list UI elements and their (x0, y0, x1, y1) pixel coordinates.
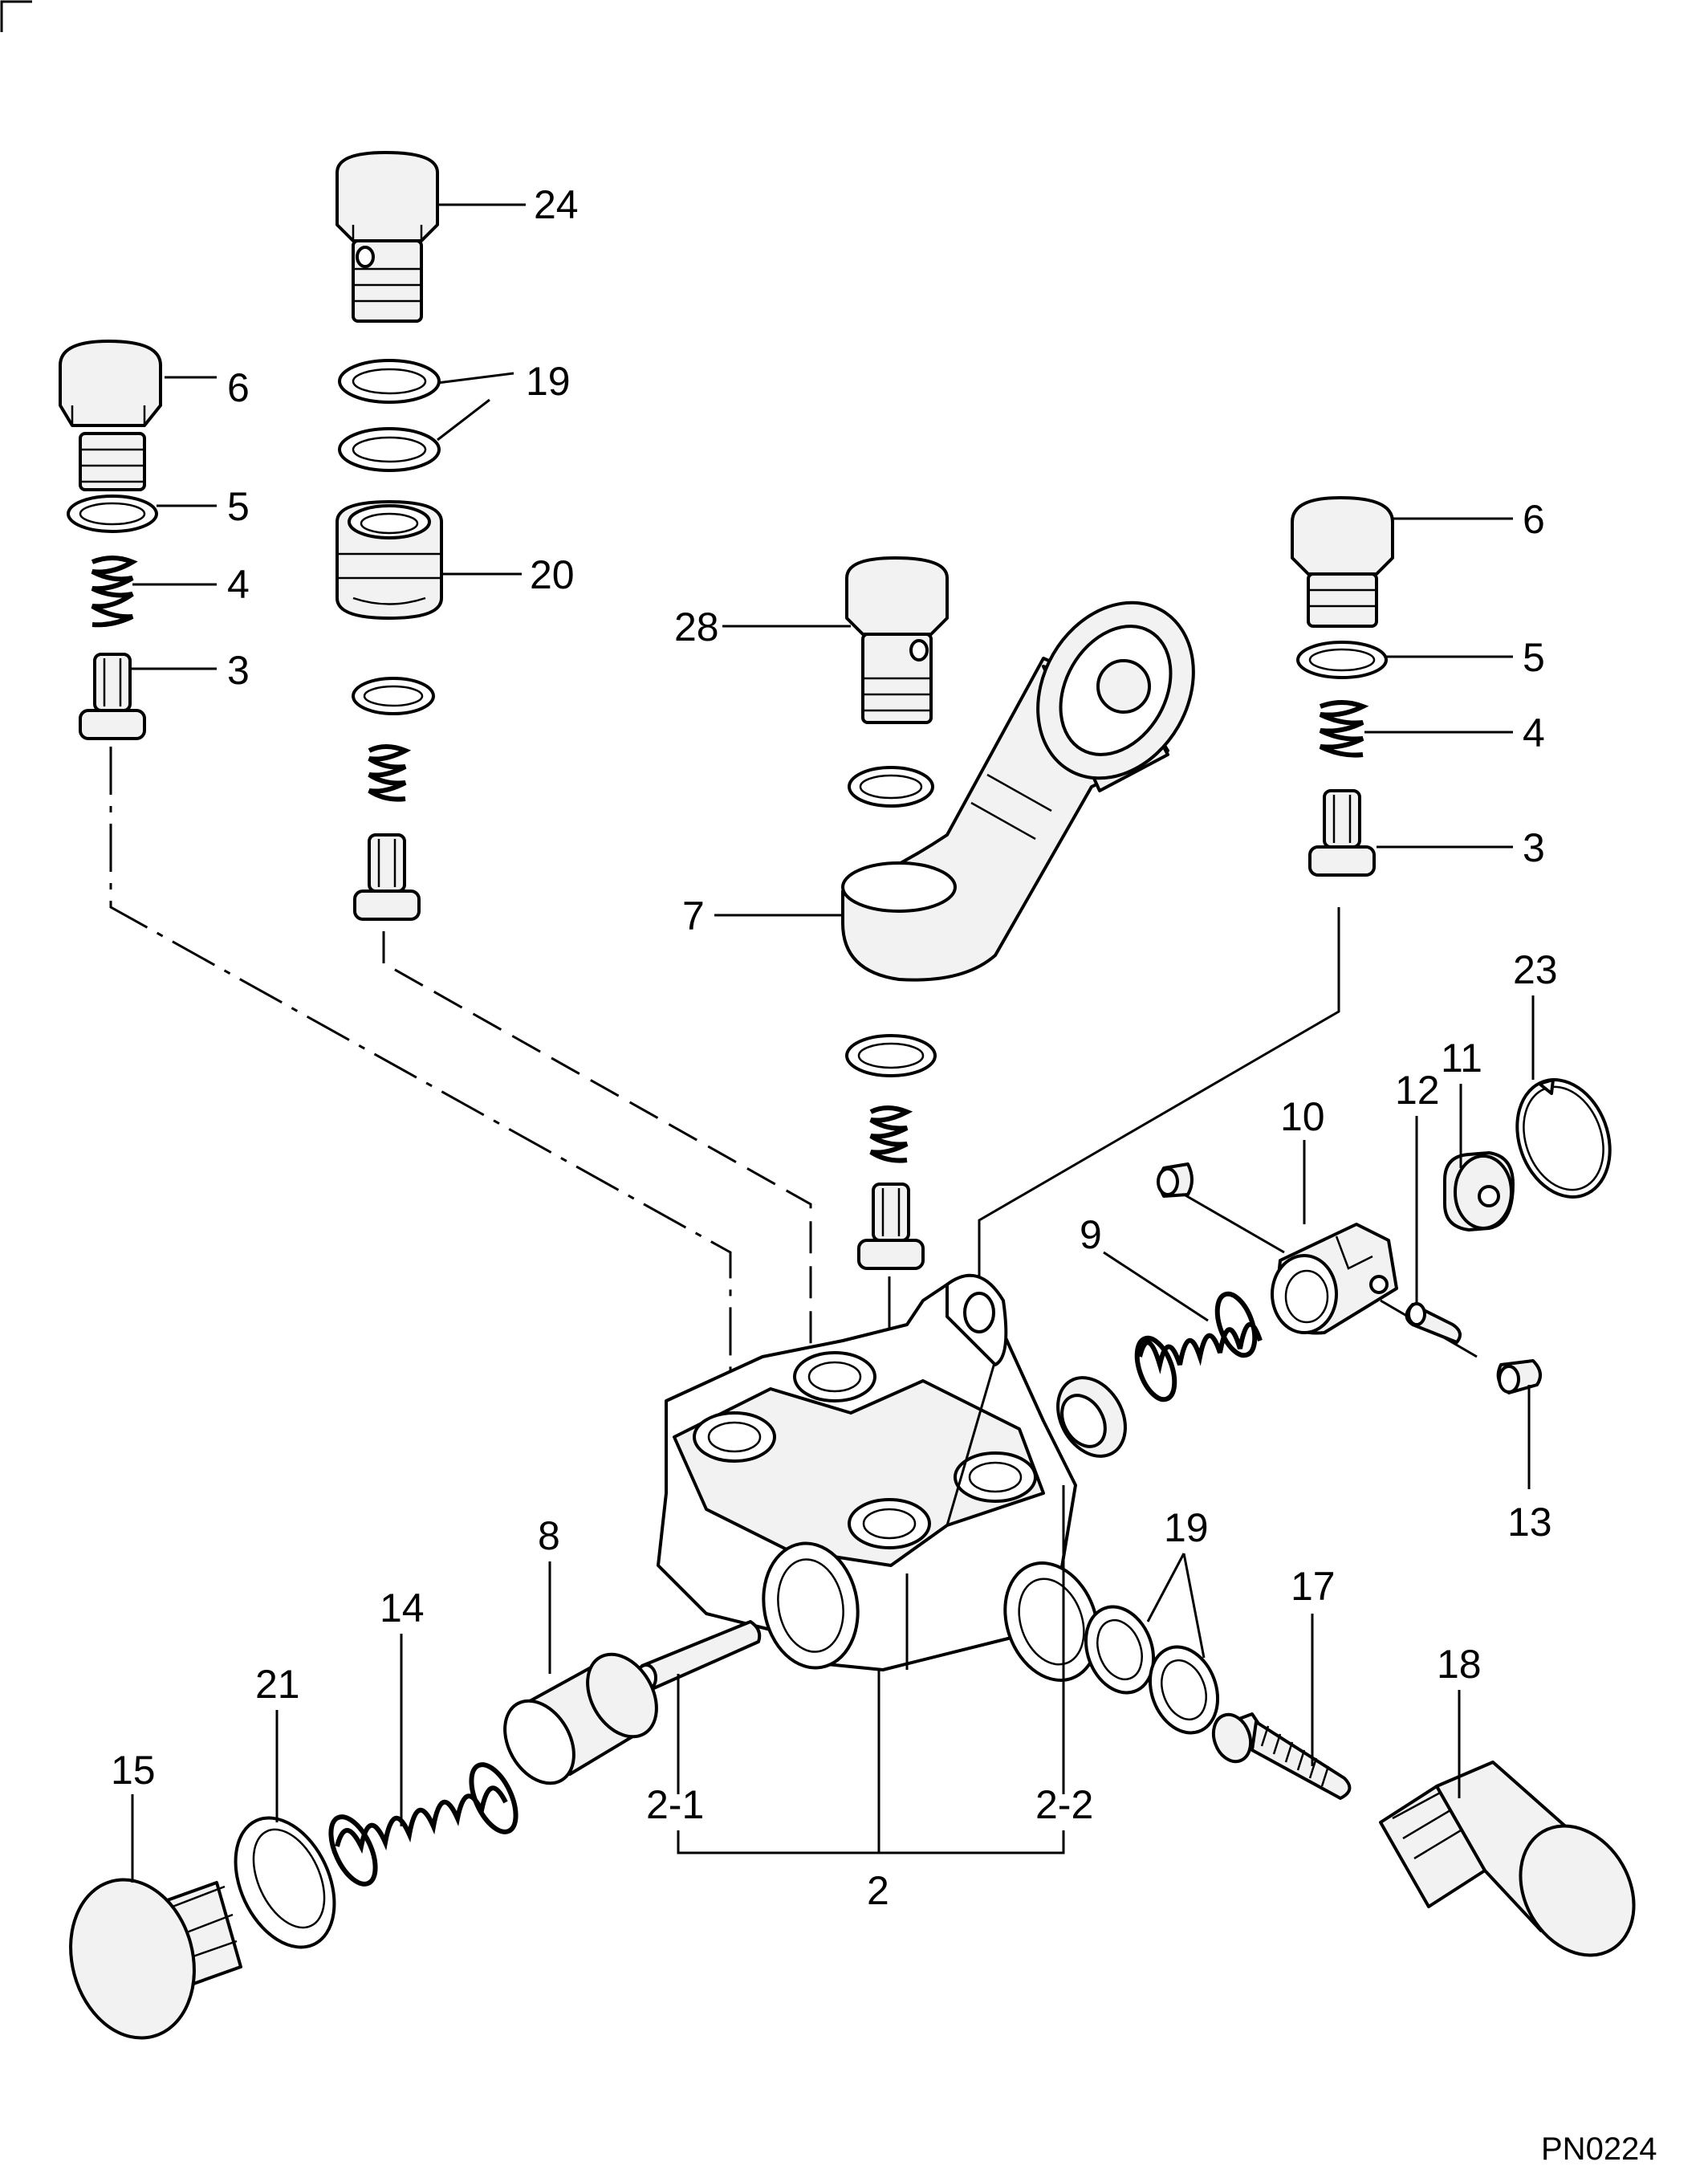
callout-11: 11 (1441, 1036, 1482, 1081)
callout-8: 8 (538, 1513, 560, 1558)
callout-6-left: 6 (227, 365, 250, 410)
assembly-line-left-plug (109, 747, 732, 1477)
reference-code: PN0224 (1541, 2131, 1657, 2167)
body-10 (1271, 1223, 1398, 1335)
callout-21: 21 (255, 1662, 300, 1707)
pin-12 (1405, 1302, 1462, 1344)
center-stack (841, 556, 1195, 1270)
callout-5-right: 5 (1523, 635, 1545, 680)
callout-18: 18 (1437, 1642, 1482, 1687)
callout-6-right: 6 (1523, 497, 1545, 542)
callout-2-2: 2-2 (1035, 1782, 1093, 1827)
sleeve-8 (503, 1652, 658, 1785)
poppet-3-left (79, 653, 146, 740)
elbow-fitting-7 (841, 600, 1195, 982)
assembly-line-10-9 (1179, 1191, 1285, 1254)
callout-13: 13 (1507, 1500, 1552, 1545)
plug-15 (69, 1878, 242, 2040)
seal-5-right (1296, 641, 1388, 679)
callout-14: 14 (380, 1586, 425, 1630)
spring-9 (1134, 1291, 1263, 1402)
seat-20 (336, 500, 443, 620)
corner-mark (0, 0, 32, 32)
callout-12: 12 (1395, 1068, 1440, 1113)
callout-7: 7 (682, 894, 705, 938)
callout-28: 28 (674, 605, 719, 649)
adjuster-17 (1211, 1712, 1352, 1800)
callout-5-left: 5 (227, 484, 250, 529)
callout-19-top: 19 (526, 359, 571, 404)
seal-5-left (67, 495, 158, 533)
poppet-3-right (1308, 789, 1376, 877)
pin-2-1 (635, 1620, 762, 1692)
callout-10: 10 (1280, 1094, 1325, 1139)
spring-4-right (1319, 700, 1369, 758)
right-valve-stack (1291, 496, 1394, 877)
assembly-line-top-valve (382, 931, 812, 1413)
plug-24 (336, 151, 439, 323)
leader-lines (130, 203, 1535, 1883)
plug-18 (1379, 1761, 1636, 1957)
callout-23: 23 (1513, 947, 1558, 992)
pin-13 (1496, 1359, 1542, 1394)
plug-28 (845, 556, 949, 724)
spring-center (869, 1105, 913, 1163)
relief-valve-stack (336, 151, 443, 921)
callout-2-1: 2-1 (646, 1782, 704, 1827)
snap-ring-23 (1515, 1078, 1612, 1199)
callout-17: 17 (1291, 1564, 1336, 1609)
callout-3-right: 3 (1523, 825, 1545, 870)
spring-14 (328, 1762, 518, 1887)
seal-under-7 (845, 1034, 937, 1077)
callout-4-right: 4 (1523, 710, 1545, 755)
callout-3-left: 3 (227, 648, 250, 693)
seals-19-top (338, 359, 441, 472)
plug-6-left (59, 340, 162, 491)
callout-24: 24 (534, 182, 579, 227)
poppet-under-20 (353, 833, 421, 921)
plug-6-right (1291, 496, 1394, 628)
valve-body-2 (657, 1273, 1100, 1682)
callout-15: 15 (111, 1748, 156, 1793)
spring-under-20 (368, 744, 412, 802)
poppet-center (857, 1183, 925, 1270)
seal-under-28 (848, 766, 934, 808)
callout-4-left: 4 (227, 562, 250, 607)
spring-4-left (91, 556, 138, 628)
seat-2-2 (1056, 1376, 1127, 1458)
pin-10-small (1157, 1162, 1194, 1198)
callout-19-bottom: 19 (1164, 1505, 1209, 1550)
seal-21 (234, 1816, 336, 1949)
callout-20: 20 (530, 552, 575, 597)
seals-19-bottom (1084, 1605, 1220, 1735)
seal-under-20 (352, 677, 435, 715)
callout-2: 2 (867, 1868, 889, 1913)
cap-11 (1443, 1151, 1515, 1231)
left-valve-stack (59, 340, 162, 740)
callout-labels: 24 19 6 5 4 3 20 28 7 6 5 4 3 23 11 12 1… (111, 182, 1657, 2167)
callout-9: 9 (1080, 1212, 1102, 1257)
